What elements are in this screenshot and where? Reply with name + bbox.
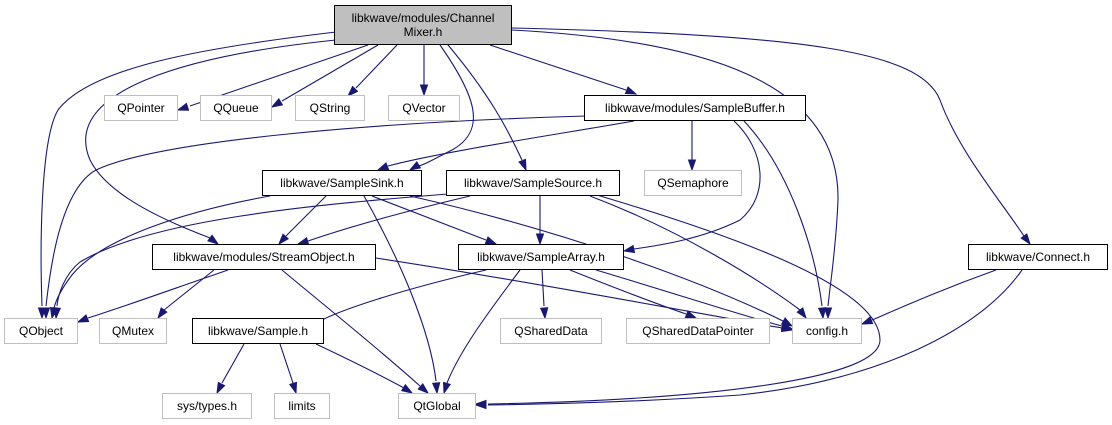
edge-root-qqueue [281, 44, 379, 102]
arrowhead-samplebuffer-qobject [41, 307, 51, 320]
edge-samplesource-config [589, 195, 801, 311]
node-qvector[interactable]: QVector [388, 95, 460, 121]
node-samplebuffer-h[interactable]: libkwave/modules/SampleBuffer.h [584, 95, 806, 121]
node-qmutex[interactable]: QMutex [99, 318, 167, 344]
node-qshareddata[interactable]: QSharedData [500, 318, 602, 344]
edge-root-samplesource [447, 44, 523, 161]
node-streamobject-h[interactable]: libkwave/modules/StreamObject.h [152, 244, 376, 270]
arrowhead-root-samplesource [518, 158, 527, 172]
arrowhead-samplesource-config [796, 307, 807, 320]
arrowhead-samplesink-streamobject [277, 233, 290, 246]
arrowhead-samplesource-qobject [52, 307, 62, 320]
edge-samplearray-qshareddata [541, 269, 545, 307]
edge-samplesink-streamobject [285, 195, 327, 237]
arrowhead-root-qstring [346, 85, 359, 98]
edge-samplearray-qshareddatapointer [569, 269, 687, 315]
node-channelmixer-h-label-line1: libkwave/modules/Channel [351, 11, 495, 25]
arrowhead-samplesource-samplearray [535, 233, 545, 246]
edge-samplesource-streamobject [307, 195, 471, 242]
node-qpointer[interactable]: QPointer [104, 95, 178, 121]
arrowhead-samplesink-qtglobal [431, 382, 441, 395]
edge-samplesource-qtglobal [487, 192, 881, 405]
node-connect-h[interactable]: libkwave/Connect.h [968, 244, 1108, 270]
arrowhead-root-samplesink [408, 161, 422, 171]
node-samplearray-h[interactable]: libkwave/SampleArray.h [458, 244, 624, 270]
arrowhead-streamobject-qmutex [157, 307, 168, 320]
node-qshareddatapointer[interactable]: QSharedDataPointer [626, 318, 770, 344]
node-samplesource-h[interactable]: libkwave/SampleSource.h [446, 170, 620, 196]
edge-samplebuffer-config [743, 120, 823, 307]
edge-streamobject-qmutex [163, 269, 215, 311]
edge-samplearray-qtglobal [446, 269, 521, 384]
edge-root-connect [511, 27, 1025, 237]
node-qobject[interactable]: QObject [4, 318, 78, 344]
edge-samplebuffer-samplesink [387, 120, 635, 167]
arrowhead-sample-systypes [216, 381, 226, 395]
node-sys-types-h[interactable]: sys/types.h [162, 393, 252, 419]
edge-root-qstring [355, 44, 398, 89]
arrowhead-root-qvector [419, 84, 429, 97]
edge-samplesource-qobject [56, 193, 449, 307]
arrowhead-samplebuffer-config [817, 307, 827, 320]
arrowhead-samplearray-config [780, 321, 794, 331]
node-limits[interactable]: limits [274, 393, 330, 419]
node-samplesink-h[interactable]: libkwave/SampleSink.h [262, 170, 422, 196]
arrowhead-root-config [823, 307, 833, 320]
edge-streamobject-qtglobal [281, 269, 421, 387]
node-sample-h[interactable]: libkwave/Sample.h [192, 318, 324, 344]
edge-samplesink-qtglobal [363, 195, 437, 382]
edge-streamobject-qobject [87, 269, 229, 319]
edge-root-config [511, 29, 839, 307]
edge-samplearray-sample [317, 269, 487, 323]
edge-connect-qtglobal [487, 269, 1023, 406]
edge-sample-qtglobal [315, 343, 405, 389]
edge-root-samplebuffer [489, 44, 627, 91]
arrowhead-root-samplebuffer [624, 86, 638, 95]
edge-sample-systypes [221, 343, 245, 384]
arrowhead-sample-qtglobal [400, 383, 414, 394]
arrowhead-samplearray-qtglobal [442, 381, 452, 395]
node-channelmixer-h-label-line2: Mixer.h [403, 25, 443, 39]
node-qtglobal[interactable]: QtGlobal [398, 393, 476, 419]
edge-root-streamobject [85, 39, 337, 239]
arrowhead-root-connect [1020, 233, 1031, 246]
arrowhead-streamobject-qtglobal [417, 382, 430, 395]
edge-sample-limits [279, 343, 294, 384]
node-config-h[interactable]: config.h [792, 318, 862, 344]
arrowhead-sample-limits [288, 381, 298, 395]
edge-connect-config [871, 269, 997, 321]
node-qqueue[interactable]: QQueue [200, 95, 272, 121]
arrowhead-samplearray-qshareddatapointer [684, 310, 698, 319]
arrowhead-samplebuffer-samplesink [376, 162, 390, 171]
arrowhead-root-qpointer [176, 102, 190, 111]
edge-samplesink-samplearray [371, 195, 487, 241]
edge-samplebuffer-samplearray [633, 120, 761, 250]
arrowhead-connect-config [860, 316, 874, 325]
arrowhead-root-qqueue [270, 98, 284, 108]
edge-samplebuffer-qobject [45, 115, 587, 307]
arrowhead-root-streamobject [207, 234, 220, 245]
node-qstring[interactable]: QString [295, 95, 365, 121]
arrowhead-samplearray-qshareddata [539, 307, 549, 320]
edge-root-qobject [40, 31, 337, 307]
node-qsemaphore[interactable]: QSemaphore [644, 170, 742, 196]
edge-root-samplesink [414, 44, 474, 168]
arrowhead-samplebuffer-qsemaphore [687, 159, 697, 172]
arrowhead-connect-qtglobal [474, 400, 487, 410]
node-channelmixer-h[interactable]: libkwave/modules/Channel Mixer.h [334, 5, 512, 45]
arrowhead-samplebuffer-samplearray [622, 244, 636, 254]
arrowhead-samplesink-samplearray [484, 236, 498, 245]
arrowhead-streamobject-qobject [76, 314, 90, 323]
